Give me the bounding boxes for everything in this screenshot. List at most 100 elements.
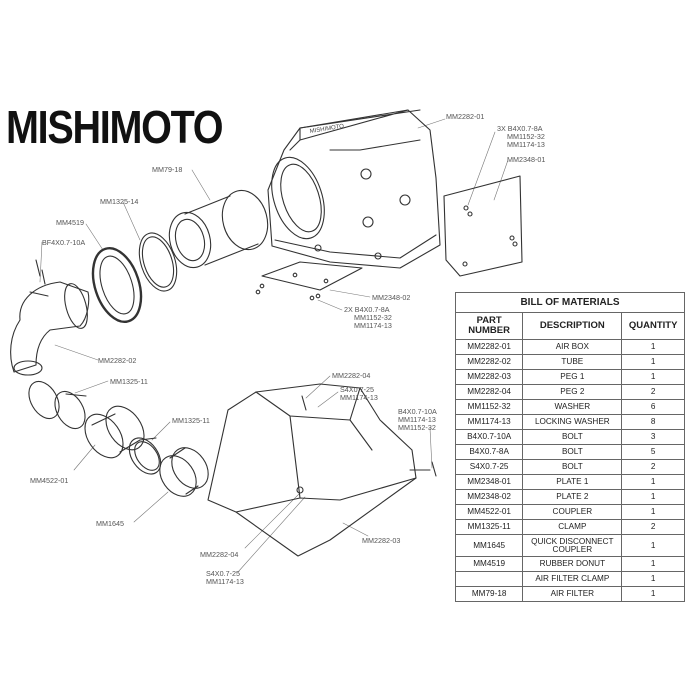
bom-cell-part-number: MM1152-32 [454,399,524,415]
bom-cell-part-number: B4X0.7-8A [454,444,524,460]
callout-line: MM1152-32 [507,132,545,141]
bom-cell-quantity: 1 [621,474,685,490]
bom-cell-description: PEG 2 [522,384,623,400]
bom-header-quantity: QUANTITY [621,312,685,340]
callout-mm2282-01: MM2282-01 [446,112,485,121]
bom-cell-quantity: 2 [621,459,685,475]
bom-cell-quantity: 5 [621,444,685,460]
air-box-mm2282-01: MISHIMOTO [267,109,441,269]
bom-cell-quantity: 6 [621,399,685,415]
bom-cell-quantity: 8 [621,414,685,430]
bom-cell-description: PLATE 1 [522,474,623,490]
callout-mm79-18: MM79-18 [152,165,183,174]
bom-cell-part-number: MM2282-03 [454,369,524,385]
air-filter-mm79-18 [168,189,269,269]
bom-cell-description: TUBE [522,354,623,370]
callout-mm2282-04-bottom: MM2282-04 [200,550,239,559]
clamp-mm1325-11-b [128,437,162,475]
quick-disconnect-coupler-mm1645 [159,447,209,497]
callout-mm4522-01: MM4522-01 [30,476,69,485]
callout-line: MM1174-13 [340,393,378,402]
bom-cell-part-number: MM2282-04 [454,384,524,400]
coupler-mm4522-01 [84,405,145,459]
bom-cell-part-number: MM1174-13 [454,414,524,430]
bom-cell-part-number: MM2348-01 [454,474,524,490]
callout-bf4x0-7-10a: BF4X0.7-10A [42,238,86,247]
bom-title: BILL OF MATERIALS [455,292,685,313]
callout-line: 3X B4X0.7-8A [497,124,543,133]
callout-line: S4X0.7-25 [340,385,374,394]
callout-line: MM1174-13 [354,321,392,330]
bom-cell-part-number: B4X0.7-10A [454,429,524,445]
bom-cell-description: AIR FILTER CLAMP [522,571,623,587]
bom-cell-quantity: 3 [621,429,685,445]
callout-bolts-mid: 2X B4X0.7-8A MM1152-32 MM1174-13 [344,306,392,330]
bom-cell-description: BOLT [522,429,623,445]
callout-line: MM1174-13 [398,415,436,424]
air-box-bottom-view [207,383,437,557]
callout-s4-top: S4X0.7-25 MM1174-13 [340,386,378,402]
bom-cell-quantity: 1 [621,556,685,572]
plate-2-mm2348-02 [255,261,363,301]
callout-line: MM1174-13 [206,577,244,586]
bom-cell-quantity: 1 [621,571,685,587]
bom-cell-part-number: MM1645 [454,534,524,557]
bom-cell-part-number: MM4519 [454,556,524,572]
callout-line: MM1174-13 [507,140,545,149]
bom-cell-description: LOCKING WASHER [522,414,623,430]
callout-line: B4X0.7-10A [398,407,437,416]
callout-line: 2X B4X0.7-8A [344,305,390,314]
bom-cell-description: AIR BOX [522,339,623,355]
bom-cell-quantity: 1 [621,586,685,602]
bom-cell-quantity: 2 [621,384,685,400]
callout-mm2282-02: MM2282-02 [98,356,137,365]
bom-cell-description: PLATE 2 [522,489,623,505]
bom-cell-part-number: MM2282-01 [454,339,524,355]
callout-mm1325-11-a: MM1325-11 [110,377,148,386]
bom-cell-description: COUPLER [522,504,623,520]
bom-cell-description: AIR FILTER [522,586,623,602]
callout-mm2348-01: MM2348-01 [507,155,546,164]
bom-header-description: DESCRIPTION [522,312,623,340]
bom-cell-part-number: MM2282-02 [454,354,524,370]
clamp-mm1325-11-a [28,380,87,430]
air-filter-clamp-mm1325-14 [138,232,178,292]
bom-cell-quantity: 1 [621,369,685,385]
bom-cell-description: PEG 1 [522,369,623,385]
callout-mm4519: MM4519 [56,218,84,227]
tube-mm2282-02 [10,281,90,376]
bom-cell-part-number: S4X0.7-25 [454,459,524,475]
callout-mm1645: MM1645 [96,519,124,528]
callout-line: MM1152-32 [398,423,436,432]
bom-cell-description: BOLT [522,459,623,475]
bom-cell-part-number: MM1325-11 [454,519,524,535]
bom-cell-quantity: 1 [621,354,685,370]
bom-cell-description: BOLT [522,444,623,460]
bom-cell-description: RUBBER DONUT [522,556,623,572]
bom-cell-quantity: 1 [621,489,685,505]
callout-b4-right: B4X0.7-10A MM1174-13 MM1152-32 [398,408,437,432]
callout-s4-bottom: S4X0.7-25 MM1174-13 [206,570,244,586]
callout-mm1325-11-b: MM1325-11 [172,416,210,425]
